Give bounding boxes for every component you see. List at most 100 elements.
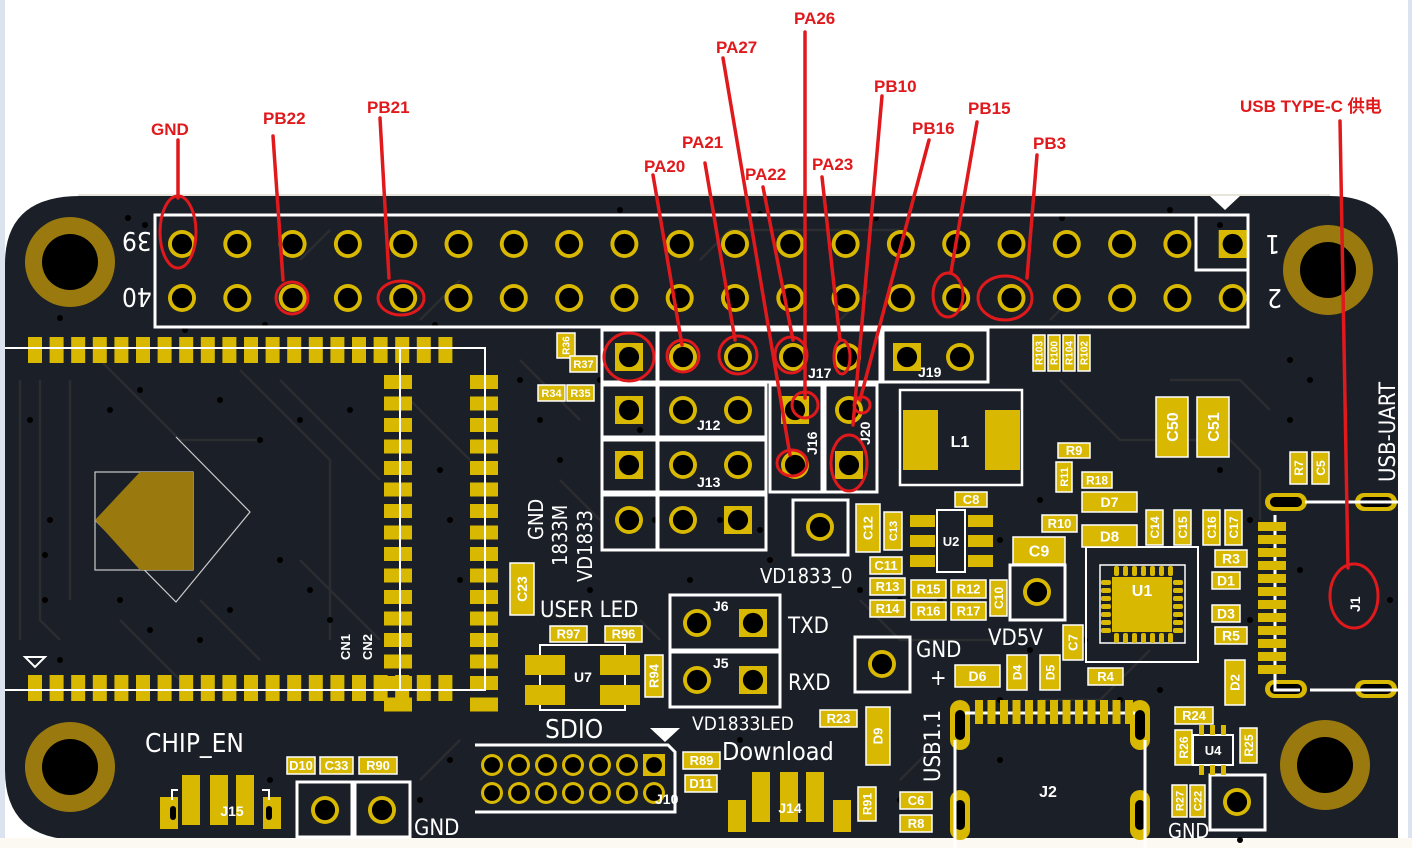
designator-label: R8	[908, 816, 925, 831]
header-pin-even	[389, 284, 418, 312]
module-pad-bottom	[114, 675, 129, 701]
usb-pin	[1112, 700, 1121, 724]
svg-text:U1: U1	[1132, 583, 1153, 600]
header-pin-odd	[1218, 230, 1247, 258]
designator-label: D8	[1100, 528, 1119, 545]
jumper-pin	[739, 609, 767, 637]
designator-label: C17	[1227, 516, 1241, 538]
led-u7: U7	[525, 644, 640, 711]
header-pin-odd	[168, 230, 196, 258]
via	[717, 517, 723, 523]
via	[227, 607, 233, 613]
via	[27, 417, 33, 423]
component-r9: R9	[1057, 442, 1091, 459]
mount-hole-bottom-right	[1280, 720, 1370, 810]
designator-label: R102	[1080, 341, 1091, 365]
u1-pin	[1123, 566, 1128, 576]
svg-text:U7: U7	[574, 669, 592, 685]
header-pin-even	[665, 284, 694, 312]
pin-annotations: GND PB22 PB21 PA20 PA21 PA27 PA22 PA26 P…	[151, 9, 1382, 630]
designator-label: R104	[1065, 341, 1076, 365]
sdio-pin	[562, 754, 584, 776]
trace	[99, 359, 260, 442]
module-pad-bottom	[265, 675, 280, 701]
designator-label: R26	[1177, 736, 1191, 758]
sdio-pin	[589, 782, 611, 804]
via	[997, 757, 1003, 763]
header-pin-even	[555, 284, 584, 312]
component-d2: D2	[1224, 659, 1246, 706]
jumper-pin	[311, 796, 339, 824]
component-r25: R25	[1239, 727, 1258, 764]
jumper-pin	[615, 506, 643, 534]
designator-label: C33	[325, 758, 349, 773]
designator-label: R34	[541, 388, 562, 400]
component-r11: R11	[1055, 461, 1073, 493]
designator-label: D1	[1217, 573, 1235, 589]
module-pad-right	[470, 697, 498, 712]
sdio-pin	[643, 782, 665, 804]
designator-label: D2	[1228, 674, 1243, 691]
header-pin-odd	[1108, 230, 1137, 258]
header-pin-even	[1218, 284, 1247, 312]
chip-u1: U1	[1085, 546, 1199, 663]
module-pad-top	[136, 337, 150, 363]
component-d1: D1	[1211, 571, 1241, 590]
u1-pin	[1114, 633, 1119, 643]
component-r7: R7	[1289, 451, 1308, 485]
usb-pin	[1100, 700, 1108, 724]
designator-label: R35	[570, 388, 590, 400]
header-pin-odd	[1163, 230, 1192, 258]
page-bottom-strip	[0, 838, 1412, 848]
u1-pin	[1173, 620, 1183, 625]
module-pad-bottom	[416, 675, 431, 701]
u1-pin	[1123, 633, 1128, 643]
designator-label: C22	[1192, 791, 1204, 811]
module-pad-left	[384, 611, 412, 626]
pin-label-39: 39	[122, 225, 152, 255]
u1-pin	[1159, 633, 1164, 643]
designator-label: D5	[1043, 665, 1057, 681]
designator-label: C9	[1029, 543, 1050, 560]
label-cn1: CN1	[338, 634, 353, 660]
designator-label: R89	[690, 753, 714, 768]
module-pad-top	[71, 337, 86, 363]
u1-pin	[1101, 596, 1111, 601]
component-r23: R23	[819, 709, 858, 728]
usb-pin	[1037, 700, 1046, 724]
module-outline	[5, 347, 486, 691]
component-r13: R13	[869, 577, 906, 596]
component-r37: R37	[569, 355, 598, 373]
module-pad-top	[330, 337, 345, 363]
usbc-pin	[1258, 561, 1286, 570]
via	[1247, 617, 1253, 623]
component-r24: R24	[1174, 706, 1214, 725]
header-pin-odd	[721, 230, 749, 258]
via	[142, 222, 148, 228]
designator-label: C15	[1176, 516, 1190, 538]
component-r89: R89	[682, 751, 721, 770]
label-j16: J16	[804, 431, 820, 455]
u1-pin	[1173, 612, 1183, 617]
header-pin-even	[168, 284, 196, 312]
via	[537, 417, 543, 423]
header-pin-even	[997, 284, 1026, 312]
jumper-pin	[946, 343, 974, 371]
via	[1217, 467, 1223, 473]
designator-label: C5	[1314, 460, 1328, 476]
usb-pin	[1050, 700, 1058, 724]
component-r90: R90	[358, 756, 398, 775]
component-c11: C11	[869, 556, 903, 575]
component-c51: C51	[1196, 396, 1230, 458]
designator-label: C13	[888, 521, 900, 541]
component-r4: R4	[1087, 667, 1124, 686]
chip-u2: U2	[910, 509, 993, 573]
trace	[299, 229, 331, 261]
header-pin-even	[610, 284, 639, 312]
component-d9: D9	[865, 706, 891, 766]
designator-label: D4	[1010, 665, 1024, 681]
pin1-marker-box	[1194, 213, 1250, 272]
u1-pin	[1150, 566, 1155, 576]
via	[125, 215, 131, 221]
header-pin-even	[776, 284, 805, 312]
